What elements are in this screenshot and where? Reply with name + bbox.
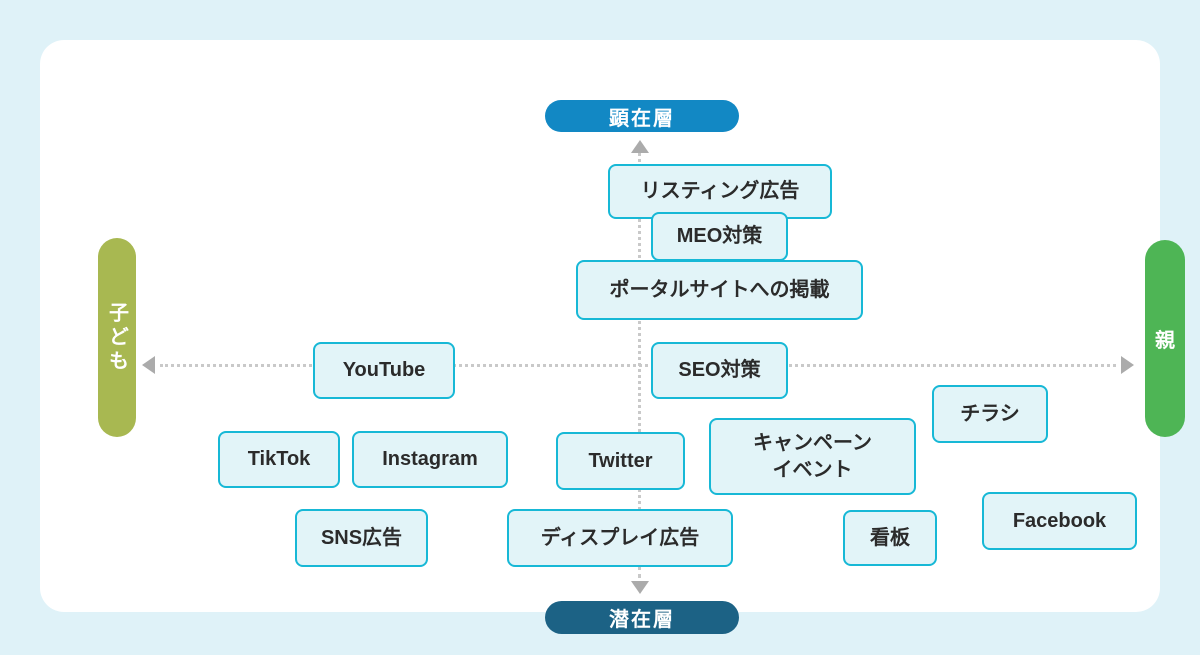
channel-box-meo: MEO対策 bbox=[651, 212, 788, 261]
channel-box-sns-ads: SNS広告 bbox=[295, 509, 428, 567]
axis-arrow-left-icon bbox=[142, 356, 155, 374]
axis-label-left: 子ども bbox=[98, 238, 136, 437]
channel-box-youtube: YouTube bbox=[313, 342, 455, 399]
channel-box-listing-ads: リスティング広告 bbox=[608, 164, 832, 219]
channel-box-tiktok: TikTok bbox=[218, 431, 340, 488]
axis-label-top: 顕在層 bbox=[545, 100, 739, 132]
channel-box-flyer: チラシ bbox=[932, 385, 1048, 443]
channel-box-signboard: 看板 bbox=[843, 510, 937, 566]
channel-box-facebook: Facebook bbox=[982, 492, 1137, 550]
channel-box-twitter: Twitter bbox=[556, 432, 685, 490]
axis-arrow-up-icon bbox=[631, 140, 649, 153]
channel-box-seo: SEO対策 bbox=[651, 342, 788, 399]
channel-box-campaign-event: キャンペーン イベント bbox=[709, 418, 916, 495]
diagram-card: 顕在層 潜在層 子ども 親 リスティング広告 MEO対策 ポータルサイトへの掲載… bbox=[40, 40, 1185, 634]
channel-box-display-ads: ディスプレイ広告 bbox=[507, 509, 733, 567]
channel-box-instagram: Instagram bbox=[352, 431, 508, 488]
channel-box-portal-site: ポータルサイトへの掲載 bbox=[576, 260, 863, 320]
horizontal-axis-dotted-line bbox=[160, 364, 1116, 367]
axis-label-right: 親 bbox=[1145, 240, 1185, 437]
axis-arrow-down-icon bbox=[631, 581, 649, 594]
axis-arrow-right-icon bbox=[1121, 356, 1134, 374]
axis-label-bottom: 潜在層 bbox=[545, 601, 739, 634]
